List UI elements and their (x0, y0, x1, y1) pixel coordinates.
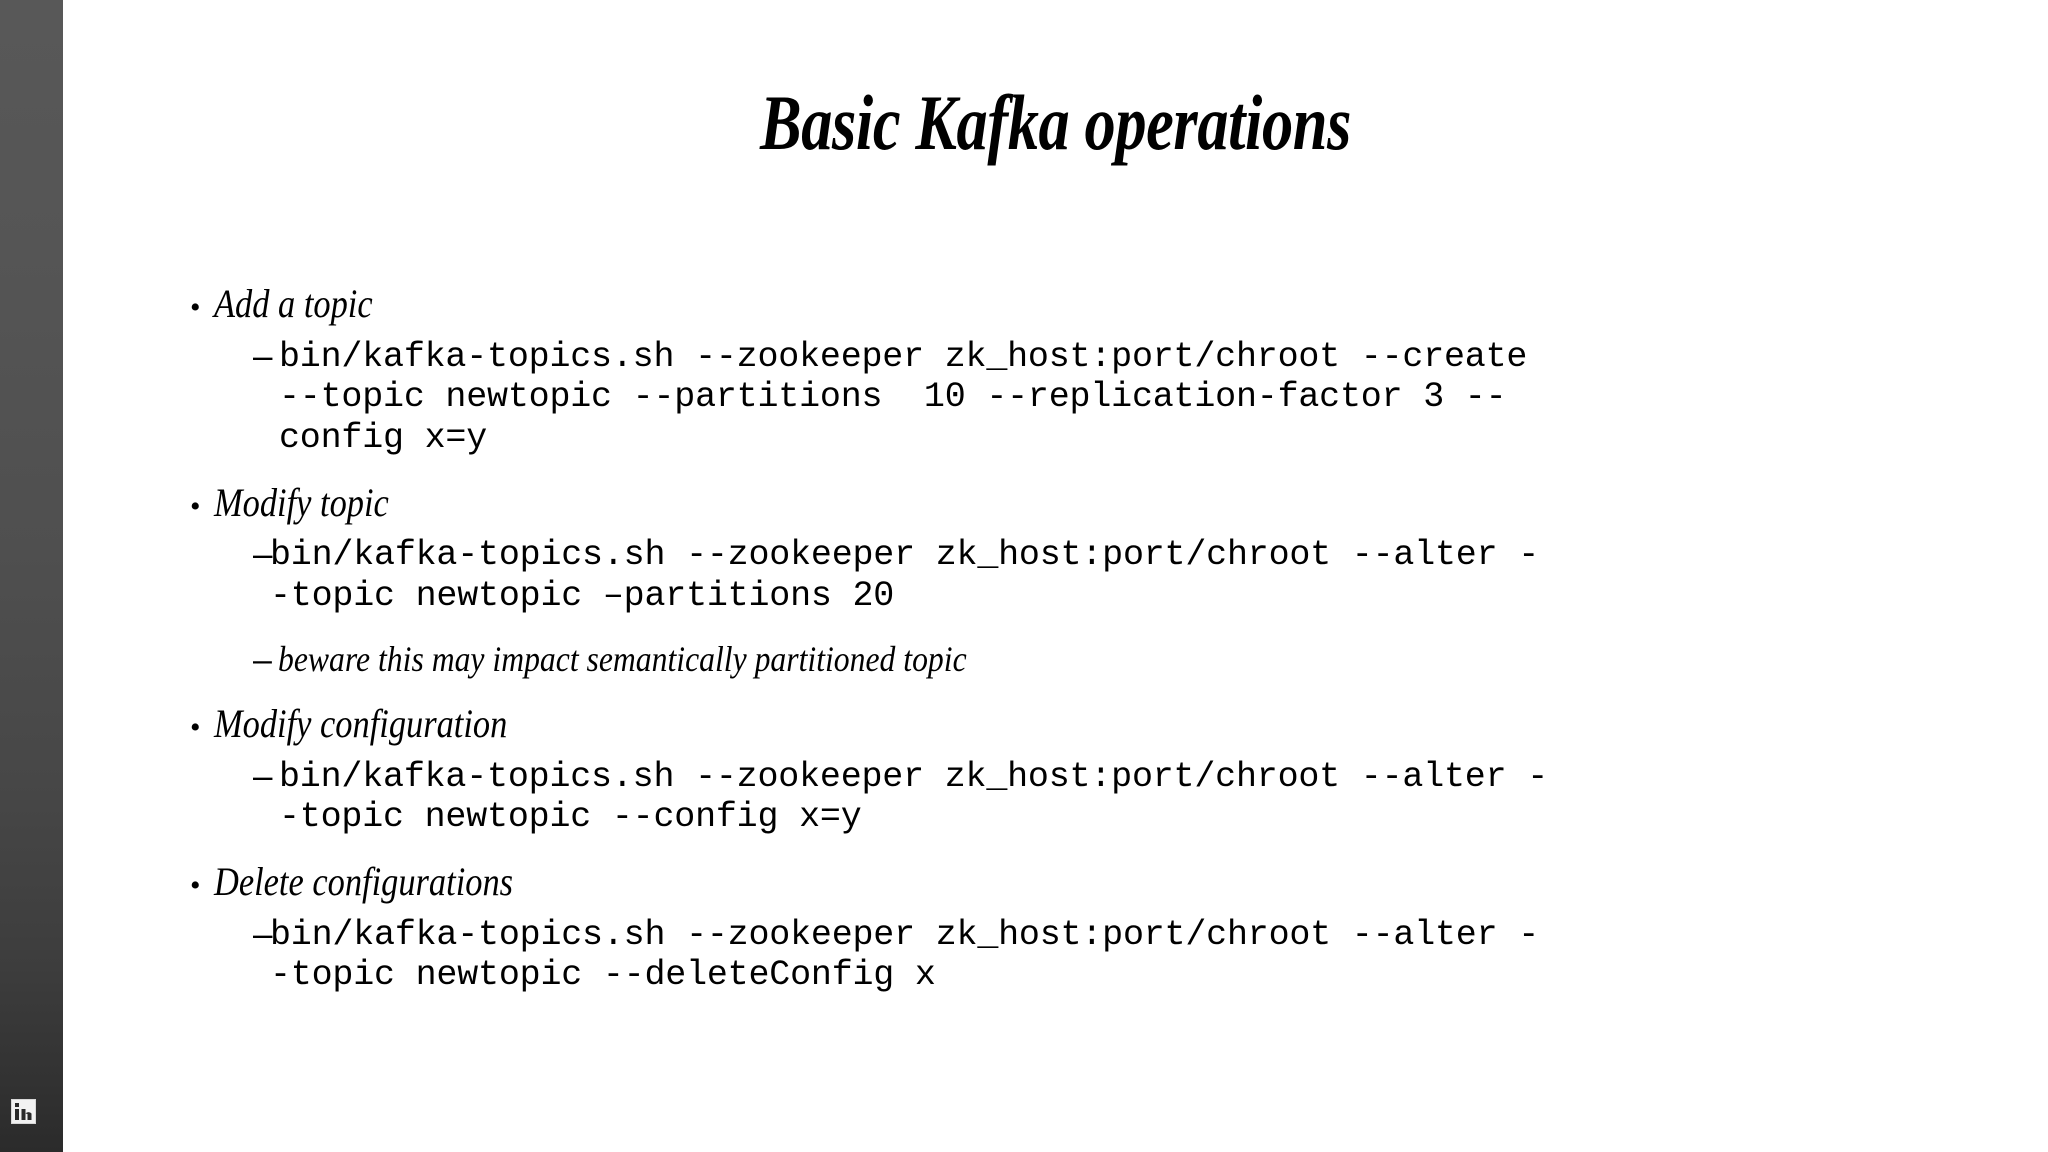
bullet-label: Delete configurations (214, 858, 514, 904)
bullet-item-add-a-topic: • Add a topic (190, 281, 1988, 327)
note-line-modify-topic: – beware this may impact semantically pa… (190, 639, 1988, 680)
bullet-marker-icon: • (190, 291, 201, 324)
bullet-item-modify-topic: • Modify topic (190, 479, 1988, 526)
bullet-label: Add a topic (214, 281, 373, 326)
dash-marker-icon: – (253, 535, 273, 575)
code-text: bin/kafka-topics.sh --zookeeper zk_host:… (279, 756, 1549, 838)
bullet-label: Modify configuration (214, 700, 508, 746)
dash-marker-icon: – (253, 336, 273, 376)
bullet-marker-icon: • (190, 489, 201, 523)
code-line-delete-configurations: – bin/kafka-topics.sh --zookeeper zk_hos… (190, 915, 1988, 996)
linkedin-logo-icon[interactable] (11, 1099, 36, 1124)
dash-marker-icon: – (253, 914, 273, 954)
bullet-marker-icon: • (190, 710, 201, 744)
note-text: beware this may impact semantically part… (278, 638, 967, 679)
bullet-label: Modify topic (214, 479, 389, 525)
bullet-list: • Add a topic – bin/kafka-topics.sh --zo… (190, 281, 1988, 1018)
page-title: Basic Kafka operations (760, 79, 1351, 166)
code-line-add-a-topic: – bin/kafka-topics.sh --zookeeper zk_hos… (190, 337, 1988, 459)
code-text: bin/kafka-topics.sh --zookeeper zk_host:… (270, 535, 1540, 616)
code-text: bin/kafka-topics.sh --zookeeper zk_host:… (279, 336, 1549, 458)
bullet-item-delete-configurations: • Delete configurations (190, 858, 1988, 905)
code-text: bin/kafka-topics.sh --zookeeper zk_host:… (270, 914, 1540, 996)
dash-marker-icon: – (253, 640, 272, 679)
bullet-item-modify-configuration: • Modify configuration (190, 700, 1988, 747)
slide-content-area: Basic Kafka operations • Add a topic – b… (63, 0, 2048, 1152)
dash-marker-icon: – (253, 756, 273, 796)
code-line-modify-configuration: – bin/kafka-topics.sh --zookeeper zk_hos… (190, 757, 1988, 838)
left-sidebar-strip (0, 0, 63, 1152)
bullet-marker-icon: • (190, 868, 201, 902)
code-line-modify-topic: – bin/kafka-topics.sh --zookeeper zk_hos… (190, 535, 1988, 616)
